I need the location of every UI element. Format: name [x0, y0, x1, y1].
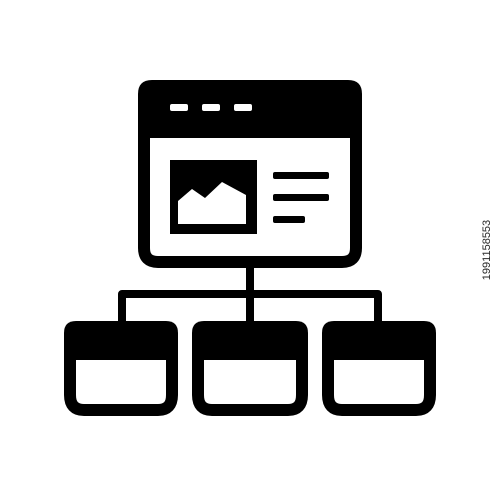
- text-line: [273, 216, 305, 223]
- child-page-1: [64, 321, 178, 416]
- image-mountain-icon: [178, 182, 246, 224]
- child-page-2: [192, 321, 308, 416]
- window-dot: [170, 104, 188, 111]
- browser-window: [138, 80, 362, 268]
- window-dot: [234, 104, 252, 111]
- stock-id-label: 1991158553: [481, 219, 493, 281]
- window-dot: [202, 104, 220, 111]
- sitemap-connectors: [118, 262, 382, 322]
- child-page-3: [322, 321, 436, 416]
- text-line: [273, 194, 329, 201]
- stock-id-container: 1991158553: [474, 0, 500, 500]
- text-line: [273, 172, 329, 179]
